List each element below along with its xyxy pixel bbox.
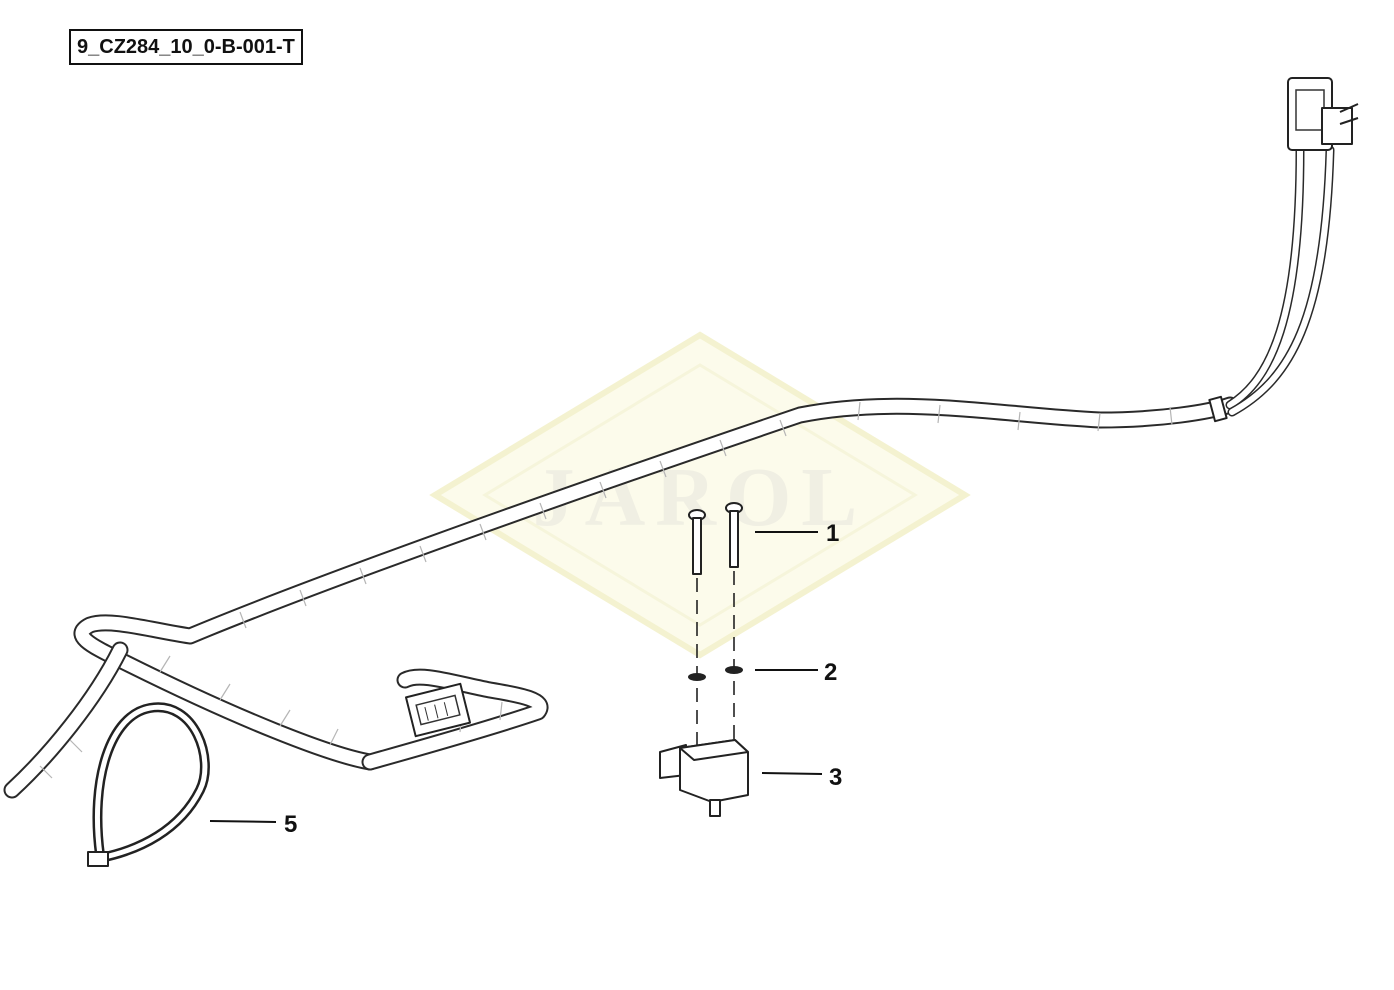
cable-tie bbox=[87, 702, 210, 867]
screw-pair bbox=[688, 502, 743, 575]
callout-5: 5 bbox=[284, 811, 297, 838]
callout-2: 2 bbox=[824, 659, 837, 686]
callout-1: 1 bbox=[826, 520, 839, 547]
reference-code: 9_CZ284_10_0-B-001-T bbox=[69, 29, 303, 65]
washer-pair bbox=[688, 666, 743, 681]
assembly-lines bbox=[696, 571, 735, 745]
end-connector bbox=[1287, 77, 1359, 151]
wiring-harness bbox=[3, 145, 1335, 799]
watermark: JAROL bbox=[429, 331, 971, 659]
harness-connector bbox=[404, 682, 472, 738]
knock-sensor bbox=[659, 739, 749, 817]
leader-lines bbox=[209, 531, 823, 823]
callout-3: 3 bbox=[829, 764, 842, 791]
